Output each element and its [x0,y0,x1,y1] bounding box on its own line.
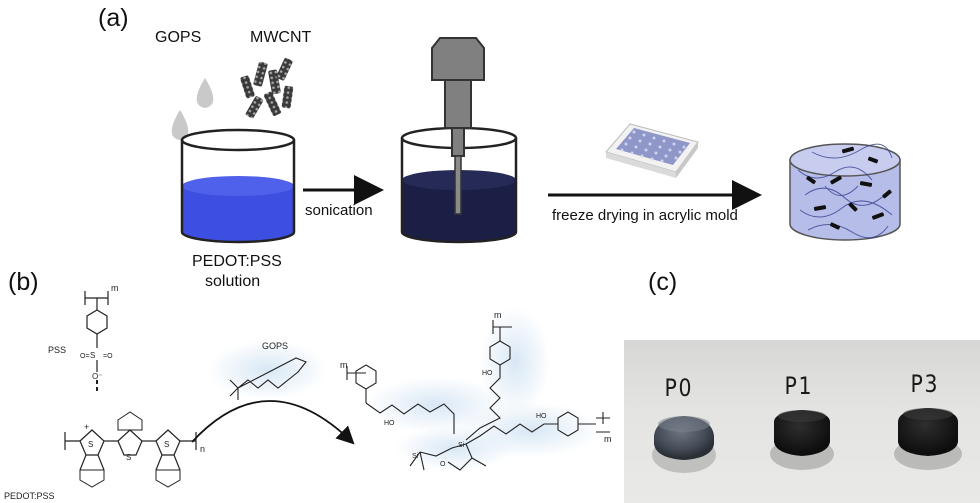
svg-text:=O: =O [103,353,113,360]
svg-text:m: m [340,360,348,370]
svg-text:+: + [84,422,89,432]
foam-scaffold [789,143,901,241]
crosslinked-network [366,307,600,470]
svg-text:m: m [111,283,119,293]
reaction-arrow [191,400,355,445]
svg-text:O: O [440,461,446,468]
pedot-structure [64,411,197,488]
svg-text:S: S [126,453,131,462]
svg-text:m: m [604,434,612,444]
acrylic-mold [605,123,699,178]
sample-label-p1: P1 [784,372,814,400]
svg-text:m: m [494,310,502,320]
mwcnt-label: MWCNT [250,29,312,46]
pedot-pss-label: PEDOT:PSS [4,491,55,501]
gops-struct-label: GOPS [262,341,289,351]
svg-text:HO: HO [482,370,493,377]
svg-text:HO: HO [384,420,395,427]
svg-text:O=: O= [80,353,90,360]
sonicator-probe [431,37,485,215]
svg-text:S: S [88,440,93,449]
svg-text:n: n [200,444,205,454]
freeze-drying-label: freeze drying in acrylic mold [552,207,738,224]
gops-droplets [171,78,214,140]
solution-label-line2: solution [205,273,261,290]
svg-text:Si: Si [458,442,465,449]
sample-photo-drawing [652,408,962,473]
svg-text:O⁻: O⁻ [92,372,102,381]
sonication-label: sonication [305,202,373,219]
panel-a-label: (a) [98,4,129,32]
gops-label: GOPS [155,29,202,46]
svg-text:S: S [90,351,95,360]
pss-label: PSS [48,345,67,355]
beaker-solution [180,128,296,244]
sample-label-p0: P0 [664,374,694,402]
gops-glow [208,340,328,400]
sample-label-p3: P3 [910,370,940,398]
solution-label-line1: PEDOT:PSS [192,253,282,270]
pss-structure [84,291,109,394]
gops-molecule [229,357,307,400]
sample-photo: P0 P1 P3 [624,340,980,503]
panel-b-label: (b) [8,268,39,296]
panel-c-label: (c) [648,268,678,296]
svg-text:Si: Si [412,453,419,460]
crosslinked-structure [346,320,610,471]
mwcnt-tubes [240,57,294,119]
svg-text:HO: HO [536,413,547,420]
svg-text:S: S [164,440,169,449]
